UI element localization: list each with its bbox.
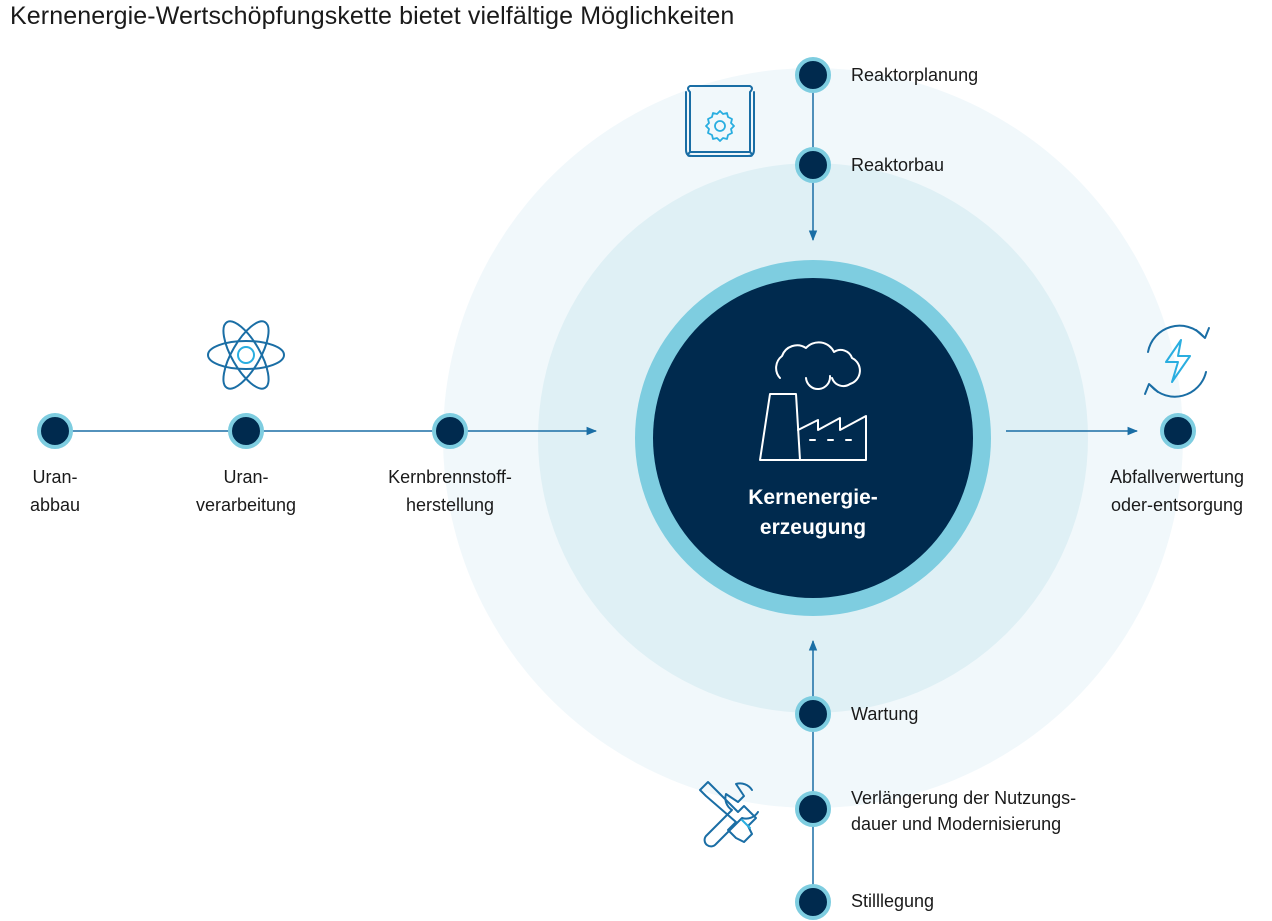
label-stilllegung: Stilllegung xyxy=(851,891,935,911)
node-wartung xyxy=(795,696,831,732)
wrench-screwdriver-icon xyxy=(699,781,759,848)
label-wartung: Wartung xyxy=(851,704,919,724)
label-line: Verlängerung der Nutzungs- xyxy=(851,788,1077,808)
page-title: Kernenergie-Wertschöpfungskette bietet v… xyxy=(10,2,735,30)
label-uran-abbau: Uran- abbau xyxy=(30,463,80,519)
label-kernbrennstoff: Kernbrennstoff- herstellung xyxy=(388,463,512,519)
atom-icon xyxy=(207,320,285,390)
label-line: Uran- xyxy=(223,467,269,487)
label-reaktorbau: Reaktorbau xyxy=(851,155,945,175)
label-line: verarbeitung xyxy=(195,495,297,515)
node-verlaengerung xyxy=(795,791,831,827)
label-line: herstellung xyxy=(405,495,495,515)
label-line: Uran- xyxy=(32,467,78,487)
label-line: dauer und Modernisierung xyxy=(851,814,1062,834)
label-line: abbau xyxy=(29,495,81,515)
label-line: oder-entsorgung xyxy=(1110,495,1244,515)
recycle-energy-icon xyxy=(1144,324,1210,398)
node-reaktorbau xyxy=(795,147,831,183)
center-core xyxy=(653,278,973,598)
node-stilllegung xyxy=(795,884,831,920)
label-uran-verarbeitung: Uran- verarbeitung xyxy=(196,463,296,519)
label-verlaengerung: Verlängerung der Nutzungs- dauer und Mod… xyxy=(851,785,1076,837)
blueprint-gear-icon xyxy=(685,85,755,157)
node-reaktorplanung xyxy=(795,57,831,93)
node-uran-abbau xyxy=(37,413,73,449)
node-abfall xyxy=(1160,413,1196,449)
nuclear-plant-icon xyxy=(759,341,867,461)
label-reaktorplanung: Reaktorplanung xyxy=(851,65,979,85)
node-uran-verarbeitung xyxy=(228,413,264,449)
center-label-line: Kernenergie- xyxy=(748,486,878,509)
center-label: Kernenergie- erzeugung xyxy=(748,483,878,543)
node-kernbrennstoff xyxy=(432,413,468,449)
label-abfall: Abfallverwertung oder-entsorgung xyxy=(1110,463,1244,519)
label-line: Abfallverwertung xyxy=(1109,467,1245,487)
label-line: Kernbrennstoff- xyxy=(388,467,512,487)
center-label-line: erzeugung xyxy=(759,516,867,539)
